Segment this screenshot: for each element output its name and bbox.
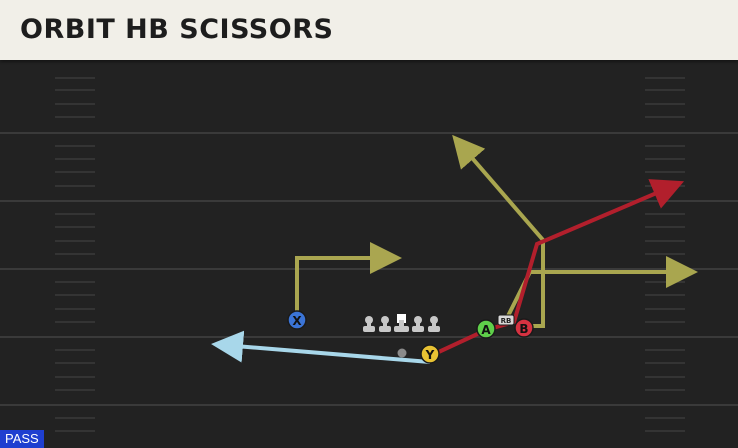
yard-lines [0, 132, 738, 406]
player-a[interactable]: A [476, 319, 496, 339]
play-type-badge: PASS [0, 430, 44, 448]
header-bar: ORBIT HB SCISSORS [0, 0, 738, 60]
player-b-label: B [519, 322, 528, 336]
offensive-line [363, 314, 440, 332]
play-field: X Y A RB B [0, 77, 738, 432]
player-y-label: Y [425, 348, 435, 362]
lineman-icon [379, 316, 391, 332]
player-rb-label: RB [501, 317, 512, 325]
center-icon [394, 314, 409, 332]
quarterback-marker [397, 348, 407, 358]
x-route [295, 242, 402, 318]
hash-marks [55, 77, 685, 432]
y-route [211, 330, 431, 364]
player-b[interactable]: B [514, 318, 534, 338]
lineman-icon [412, 316, 424, 332]
player-rb[interactable]: RB [497, 314, 515, 326]
player-x-label: X [292, 314, 302, 328]
player-a-label: A [481, 323, 491, 337]
player-y[interactable]: Y [420, 344, 440, 364]
play-title: ORBIT HB SCISSORS [20, 14, 334, 45]
lineman-icon [428, 316, 440, 332]
b-route [452, 134, 545, 328]
player-x[interactable]: X [287, 310, 307, 330]
lineman-icon [363, 316, 375, 332]
